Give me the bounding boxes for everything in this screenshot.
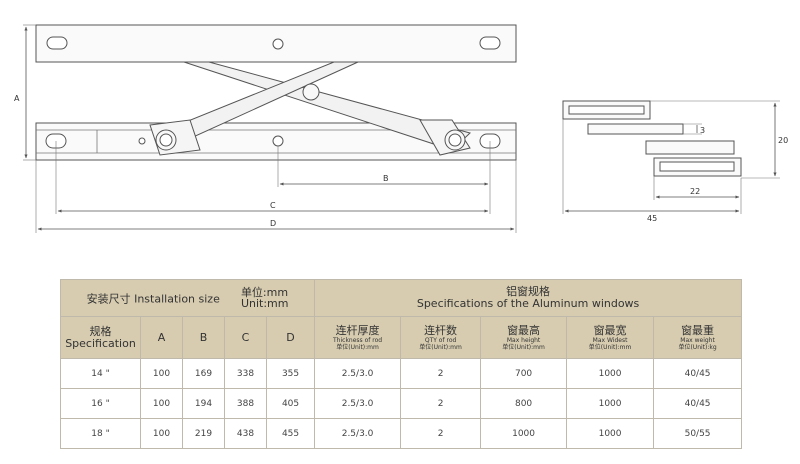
qty-unit: 单位(Unit):mm — [419, 343, 462, 351]
cell-qty: 2 — [400, 358, 482, 389]
installation-size-label: 安装尺寸 Installation size — [86, 292, 220, 306]
cell-c: 338 — [224, 358, 267, 389]
label-section-thickness: 3 — [700, 126, 705, 135]
aluminum-spec-cn: 铝窗规格 — [506, 285, 551, 298]
height-unit: 单位(Unit):mm — [502, 343, 545, 351]
height-cn: 窗最高 — [507, 323, 541, 337]
cell-d: 455 — [265, 418, 316, 449]
thickness-unit: 单位(Unit):mm — [336, 343, 379, 351]
thickness-en: Thickness of rod — [333, 336, 383, 344]
col-header-a: A — [140, 316, 183, 359]
weight-unit: 单位(Unit):kg — [678, 343, 717, 351]
installation-size-header: 安装尺寸 Installation size 单位:mm Unit:mm — [59, 279, 316, 317]
top-bar — [35, 24, 517, 63]
col-header-spec: 规格 Specification — [60, 316, 141, 359]
label-d: D — [270, 219, 276, 228]
width-unit: 单位(Unit):mm — [588, 343, 632, 351]
cell-spec: 16 " — [60, 388, 141, 419]
table-row: 16 " 100 194 388 405 2.5/3.0 2 800 1000 … — [60, 388, 743, 419]
qty-cn: 连杆数 — [424, 323, 458, 337]
label-c: C — [270, 201, 276, 210]
scissor-arms — [149, 61, 471, 156]
label-section-total-width: 45 — [647, 214, 657, 223]
cell-max-width: 1000 — [566, 358, 655, 389]
weight-cn: 窗最重 — [681, 323, 715, 337]
table-row: 18 " 100 219 438 455 2.5/3.0 2 1000 1000… — [60, 418, 743, 449]
col-header-max-width: 窗最宽 Max Widest 单位(Unit):mm — [566, 316, 655, 359]
col-header-max-height: 窗最高 Max height 单位(Unit):mm — [480, 316, 568, 359]
width-cn: 窗最宽 — [593, 323, 627, 337]
dimension-b: B — [279, 174, 489, 186]
cell-b: 194 — [182, 388, 225, 419]
cell-max-weight: 50/55 — [653, 418, 743, 449]
weight-en: Max weight — [680, 336, 715, 344]
cell-max-width: 1000 — [566, 388, 655, 419]
aluminum-spec-en: Specifications of the Aluminum windows — [416, 297, 640, 310]
aluminum-spec-header: 铝窗规格 Specifications of the Aluminum wind… — [314, 279, 743, 317]
cell-qty: 2 — [400, 388, 482, 419]
cell-thickness: 2.5/3.0 — [314, 418, 402, 449]
cell-b: 169 — [182, 358, 225, 389]
unit-cn: 单位:mm — [240, 286, 289, 299]
dimension-a: A — [14, 24, 36, 161]
height-en: Max height — [506, 336, 541, 344]
label-a: A — [14, 94, 20, 103]
cell-max-height: 700 — [480, 358, 568, 389]
dimension-d: D — [37, 219, 515, 231]
thickness-cn: 连杆厚度 — [335, 323, 380, 337]
cell-max-weight: 40/45 — [653, 358, 743, 389]
cell-d: 355 — [265, 358, 316, 389]
cell-max-height: 1000 — [480, 418, 568, 449]
qty-en: QTY of rod — [424, 336, 457, 344]
col-header-c: C — [224, 316, 267, 359]
cell-max-width: 1000 — [566, 418, 655, 449]
col-header-qty: 连杆数 QTY of rod 单位(Unit):mm — [400, 316, 482, 359]
label-b: B — [383, 174, 389, 183]
cell-max-weight: 40/45 — [653, 388, 743, 419]
hinge-technical-drawing: A B C D 20 3 — [14, 24, 788, 233]
cell-spec: 18 " — [60, 418, 141, 449]
width-en: Max Widest — [592, 336, 628, 344]
cell-thickness: 2.5/3.0 — [314, 358, 402, 389]
cell-max-height: 800 — [480, 388, 568, 419]
cell-c: 438 — [224, 418, 267, 449]
cell-d: 405 — [265, 388, 316, 419]
cell-spec: 14 " — [60, 358, 141, 389]
spec-en: Specification — [65, 336, 136, 350]
col-header-thickness: 连杆厚度 Thickness of rod 单位(Unit):mm — [314, 316, 402, 359]
section-view: 20 3 22 45 — [562, 100, 788, 223]
cell-qty: 2 — [400, 418, 482, 449]
cell-a: 100 — [140, 358, 183, 389]
unit-label: 单位:mm Unit:mm — [241, 287, 289, 309]
cell-b: 219 — [182, 418, 225, 449]
specification-table: 安装尺寸 Installation size 单位:mm Unit:mm 铝窗规… — [59, 279, 743, 449]
col-header-d: D — [265, 316, 316, 359]
cell-a: 100 — [140, 388, 183, 419]
label-section-inner-width: 22 — [690, 187, 700, 196]
spec-cn: 规格 — [89, 324, 112, 338]
col-header-max-weight: 窗最重 Max weight 单位(Unit):kg — [653, 316, 743, 359]
dimension-c: C — [57, 201, 489, 213]
cell-c: 388 — [224, 388, 267, 419]
col-header-b: B — [182, 316, 225, 359]
table-row: 14 " 100 169 338 355 2.5/3.0 2 700 1000 … — [60, 358, 743, 389]
cell-thickness: 2.5/3.0 — [314, 388, 402, 419]
cell-a: 100 — [140, 418, 183, 449]
label-section-height: 20 — [778, 136, 788, 145]
unit-en: Unit:mm — [240, 297, 289, 310]
